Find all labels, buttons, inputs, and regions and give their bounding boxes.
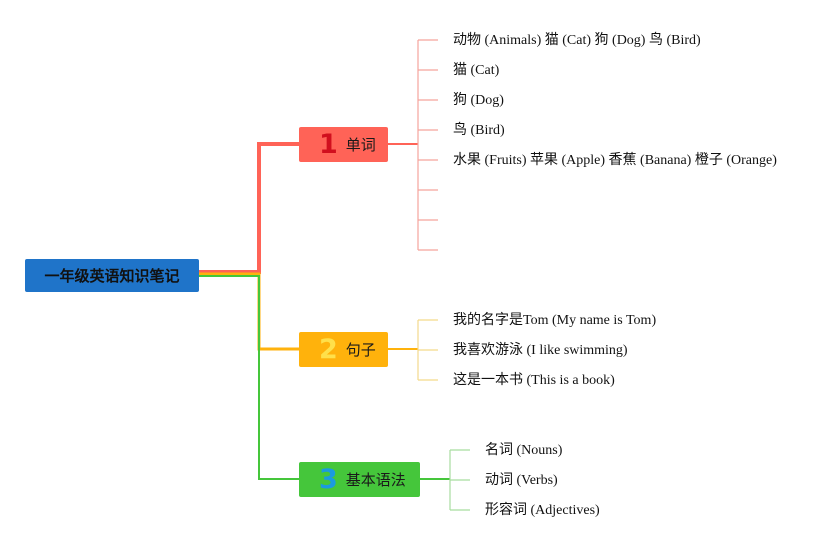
leaf-node[interactable]: 水果 (Fruits) 苹果 (Apple) 香蕉 (Banana) 橙子 (O… <box>453 153 777 168</box>
topic-node-sentences[interactable]: 2 句子 <box>299 332 388 367</box>
leaf-node[interactable]: 这是一本书 (This is a book) <box>453 373 615 388</box>
leaf-node[interactable]: 我的名字是Tom (My name is Tom) <box>453 313 657 328</box>
root-node[interactable]: 一年级英语知识笔记 <box>25 259 199 292</box>
leaf-node[interactable]: 动物 (Animals) 猫 (Cat) 狗 (Dog) 鸟 (Bird) <box>453 33 701 48</box>
topic-label: 句子 <box>345 341 376 359</box>
leaf-node[interactable]: 我喜欢游泳 (I like swimming) <box>453 343 628 358</box>
leaf-node[interactable]: 形容词 (Adjectives) <box>485 503 600 518</box>
topic-number-badge: 1 <box>319 129 338 160</box>
topic-node-vocabulary[interactable]: 1 单词 <box>299 127 388 162</box>
topic-number-badge: 2 <box>319 334 338 365</box>
topic-label: 单词 <box>345 136 376 154</box>
root-label: 一年级英语知识笔记 <box>44 267 180 285</box>
leaf-node[interactable]: 名词 (Nouns) <box>485 443 563 458</box>
leaf-node[interactable]: 动词 (Verbs) <box>485 473 558 488</box>
leaf-node[interactable]: 狗 (Dog) <box>453 93 504 108</box>
leaf-node[interactable]: 鸟 (Bird) <box>453 123 505 138</box>
topic-label: 基本语法 <box>345 471 406 489</box>
topic-number-badge: 3 <box>319 464 338 495</box>
leaf-node[interactable]: 猫 (Cat) <box>453 63 500 78</box>
topic-node-grammar[interactable]: 3 基本语法 <box>299 462 420 497</box>
